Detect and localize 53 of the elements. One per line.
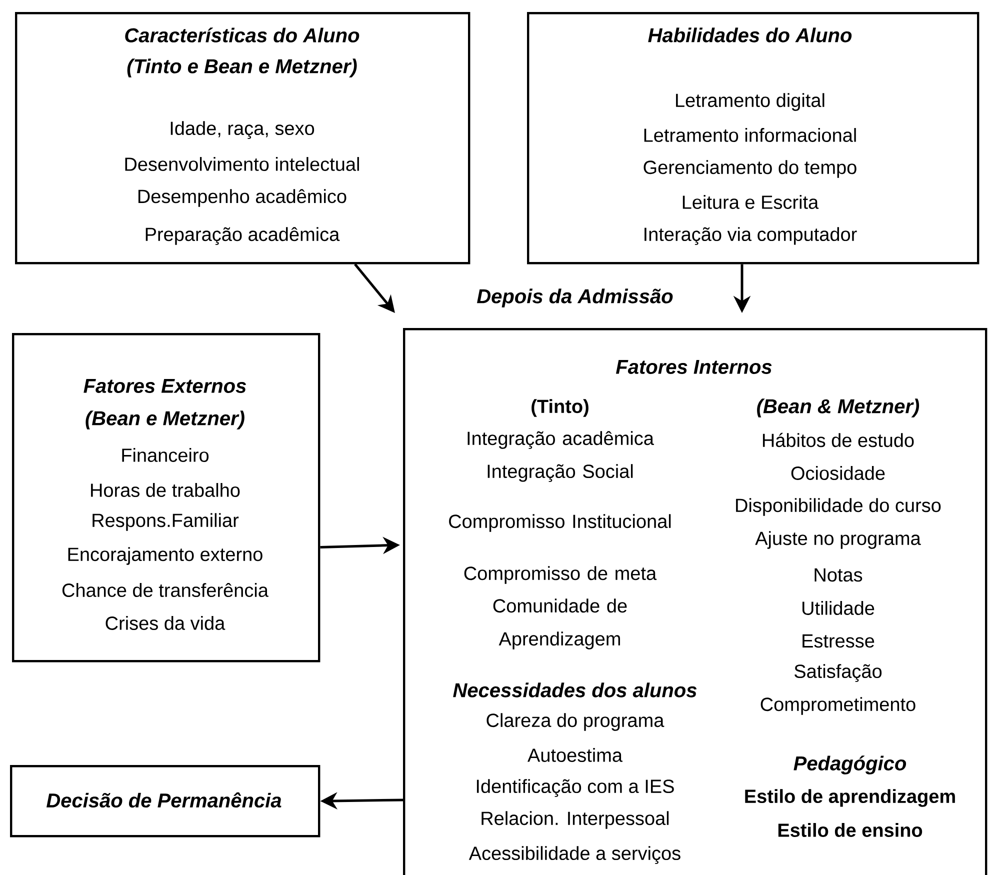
stage-label: Depois da Admissão	[477, 288, 673, 308]
heading: Fatores Internos	[616, 360, 772, 374]
list-item: Financeiro	[122, 448, 209, 462]
list-item: Comprometimento	[760, 697, 916, 715]
list-item: Crises da vida	[106, 616, 226, 630]
list-item: Compromisso Institucional	[449, 514, 671, 532]
list-item: Desempenho acadêmico	[138, 189, 346, 207]
heading: Fatores Externos	[84, 379, 246, 393]
list-item: Identificação com a IES	[476, 779, 674, 797]
list-item: Satisfação	[794, 664, 882, 682]
list-item: Acessibilidade a serviços	[468, 846, 680, 864]
list-item: Hábitos de estudo	[762, 432, 914, 448]
factor-box	[527, 12, 980, 264]
heading: (Tinto e Bean e Metzner)	[127, 58, 357, 78]
list-item: Interação via computador	[644, 227, 857, 245]
heading: Necessidades dos alunos	[453, 682, 697, 698]
list-item: Autoestima	[528, 748, 623, 762]
list-item: Integração Social	[488, 464, 633, 482]
list-item: Notas	[814, 568, 862, 582]
list-item: Relacion. Interpessoal	[482, 811, 669, 829]
heading: Habilidades do Aluno	[648, 28, 852, 42]
list-item: Ajuste no programa	[755, 531, 921, 549]
list-item: Comunidade de Aprendizagem	[493, 598, 627, 650]
list-item: Respons.Familiar	[92, 513, 239, 531]
factor-box	[10, 765, 320, 838]
heading: Pedagógico	[794, 756, 906, 774]
list-item: Letramento informacional	[644, 128, 856, 142]
heading: Decisão de Permanência	[46, 792, 282, 808]
factor-box	[15, 12, 470, 264]
list-item: Letramento digital	[676, 93, 824, 111]
list-item: Leitura e Escrita	[682, 195, 819, 209]
list-item: Chance de transferência	[62, 582, 268, 597]
list-item: Compromisso de meta	[464, 566, 657, 584]
subheading: Estilo de aprendizagem	[745, 789, 955, 807]
list-item: Ociosidade	[791, 466, 885, 480]
subheading: (Tinto)	[532, 399, 588, 417]
heading: (Bean e Metzner)	[86, 410, 244, 430]
subheading: Estilo de ensino	[778, 823, 922, 837]
factor-box	[403, 328, 988, 875]
heading: Características do Aluno	[125, 28, 360, 42]
list-item: Preparação acadêmica	[146, 227, 340, 245]
list-item: Integração acadêmica	[468, 431, 654, 449]
list-item: Gerenciamento do tempo	[644, 160, 856, 178]
list-item: Encorajamento externo	[68, 547, 262, 565]
list-item: Clareza do programa	[486, 713, 664, 731]
list-item: Desenvolvimento intelectual	[125, 157, 359, 171]
heading: (Bean & Metzner)	[757, 398, 920, 418]
list-item: Horas de trabalho	[91, 483, 240, 497]
factor-box	[12, 333, 320, 662]
list-item: Disponibilidade do curso	[736, 498, 941, 516]
list-item: Estresse	[802, 634, 874, 648]
list-item: Utilidade	[802, 601, 874, 615]
list-item: Idade, raça, sexo	[170, 121, 314, 139]
